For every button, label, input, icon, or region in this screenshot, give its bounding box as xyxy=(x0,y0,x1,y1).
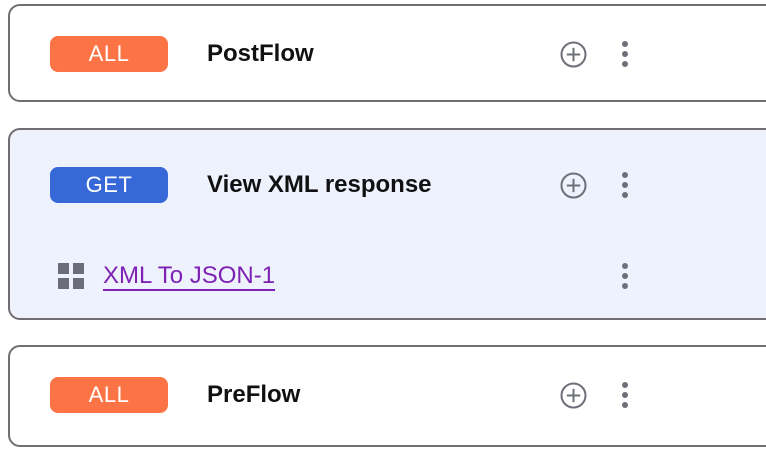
flow-title: PostFlow xyxy=(207,40,314,67)
grid-square xyxy=(73,278,84,289)
kebab-menu-icon[interactable] xyxy=(609,260,641,292)
policy-row-xml-to-json-1[interactable]: XML To JSON-1 xyxy=(10,240,766,312)
grid-square xyxy=(73,263,84,274)
kebab-dot xyxy=(622,273,628,279)
grid-policy-icon xyxy=(58,263,84,289)
kebab-dot xyxy=(622,192,628,198)
grid-square xyxy=(58,278,69,289)
flow-row-view-xml-response[interactable]: GET View XML response xyxy=(10,130,766,240)
kebab-dot xyxy=(622,41,628,47)
kebab-menu-icon[interactable] xyxy=(609,38,641,70)
flow-title: PreFlow xyxy=(207,381,301,408)
flow-row-preflow[interactable]: ALL PreFlow xyxy=(10,347,766,443)
kebab-dot xyxy=(622,51,628,57)
kebab-dot xyxy=(622,172,628,178)
policy-link-xml-to-json-1[interactable]: XML To JSON-1 xyxy=(103,262,276,289)
flow-title: View XML response xyxy=(207,171,432,198)
flow-card-preflow[interactable]: ALL PreFlow xyxy=(8,345,766,447)
flow-row-postflow[interactable]: ALL PostFlow xyxy=(10,6,766,102)
row-actions xyxy=(557,38,641,70)
method-badge-all: ALL xyxy=(50,377,168,413)
flow-card-view-xml-response[interactable]: GET View XML response xyxy=(8,128,766,320)
kebab-dot xyxy=(622,283,628,289)
kebab-menu-icon[interactable] xyxy=(609,379,641,411)
kebab-dot xyxy=(622,402,628,408)
grid-square xyxy=(58,263,69,274)
row-actions xyxy=(577,260,641,292)
row-actions xyxy=(557,379,641,411)
method-badge-get: GET xyxy=(50,167,168,203)
add-circle-icon[interactable] xyxy=(557,379,589,411)
kebab-dot xyxy=(622,382,628,388)
kebab-menu-icon[interactable] xyxy=(609,169,641,201)
kebab-dot xyxy=(622,263,628,269)
flow-card-postflow[interactable]: ALL PostFlow xyxy=(8,4,766,102)
add-circle-icon[interactable] xyxy=(557,169,589,201)
kebab-dot xyxy=(622,182,628,188)
row-actions xyxy=(557,169,641,201)
add-circle-icon[interactable] xyxy=(557,38,589,70)
kebab-dot xyxy=(622,61,628,67)
kebab-dot xyxy=(622,392,628,398)
method-badge-all: ALL xyxy=(50,36,168,72)
